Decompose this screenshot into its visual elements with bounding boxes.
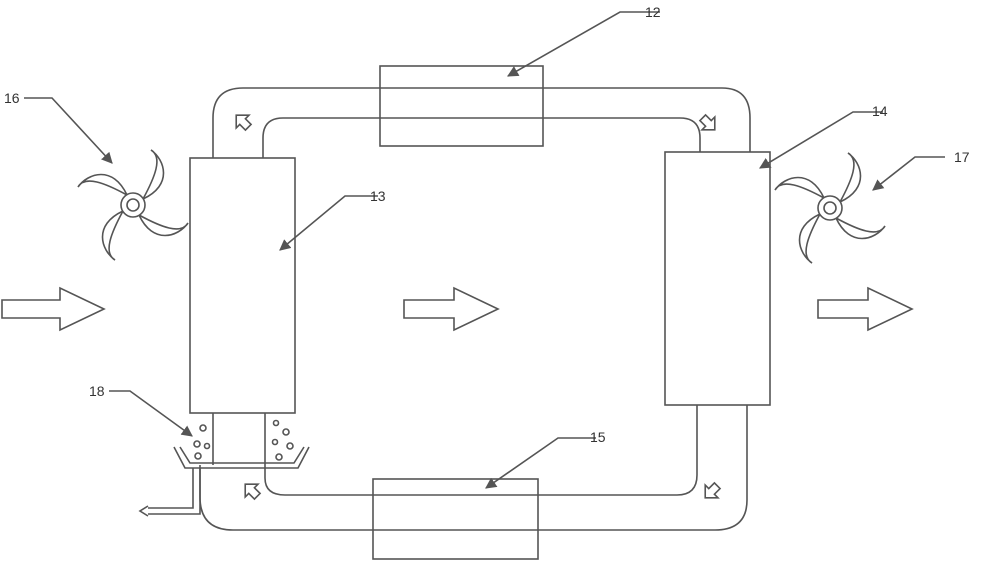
heat-exchanger-13: [190, 158, 295, 413]
label-16: 16: [4, 90, 20, 106]
label-13: 13: [370, 188, 386, 204]
flow-arrow-icon: [699, 479, 724, 504]
drain-tray-icon: [140, 421, 309, 517]
airflow-arrow-icon: [2, 288, 104, 330]
component-15-box: [373, 479, 538, 559]
fan-icon: [775, 153, 885, 263]
label-14: 14: [872, 103, 888, 119]
drain-column: [213, 413, 265, 465]
label-12: 12: [645, 4, 661, 20]
label-17: 17: [954, 149, 970, 165]
fan-icon: [78, 150, 188, 260]
component-12-box: [380, 66, 543, 146]
label-18: 18: [89, 383, 105, 399]
flow-arrow-icon: [239, 478, 264, 503]
label-15: 15: [590, 429, 606, 445]
heat-exchanger-14: [665, 152, 770, 405]
flow-arrow-icon: [230, 109, 255, 134]
airflow-arrow-icon: [818, 288, 912, 330]
water-droplets: [194, 421, 293, 461]
airflow-arrow-icon: [404, 288, 498, 330]
